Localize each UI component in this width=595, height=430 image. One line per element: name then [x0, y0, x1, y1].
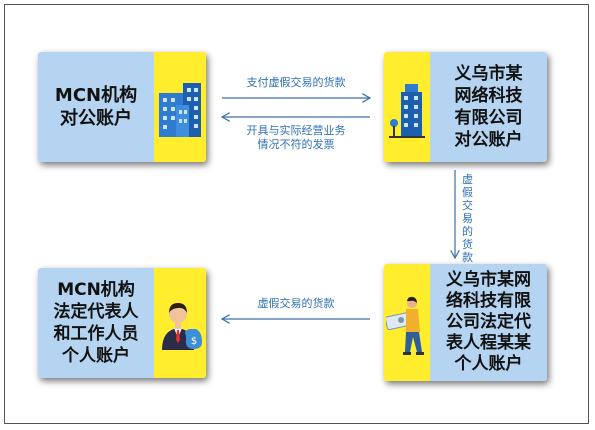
label-fake-goods-down: 虚假交易的货款 [462, 173, 473, 264]
person-holding-money-icon [386, 296, 424, 355]
office-building-icon [389, 84, 425, 138]
box-mcn-corporate-account: MCN机构 对公账户 [38, 52, 206, 162]
label-fake-goods-left: 虚假交易的货款 [257, 297, 335, 310]
box-mcn-personal-label: MCN机构 法定代表人 和工作人员 个人账户 [53, 280, 139, 366]
box-yiwu-personal-account: 义乌市某网 络科技有限 公司法定代 表人程某某 个人账户 [384, 264, 547, 381]
box-yiwu-corporate-label: 义乌市某 网络科技 有限公司 对公账户 [454, 64, 523, 150]
svg-text:$: $ [191, 336, 197, 347]
box-mcn-corporate-label: MCN机构 对公账户 [54, 85, 138, 129]
box-yiwu-personal-label: 义乌市某网 络科技有限 公司法定代 表人程某某 个人账户 [446, 270, 531, 374]
label-pay-fake-goods: 支付虚假交易的货款 [246, 76, 346, 89]
businessman-money-bag-icon: $ [162, 303, 202, 350]
box-yiwu-corporate-account: 义乌市某 网络科技 有限公司 对公账户 [384, 52, 547, 162]
label-issue-mismatched-invoice: 开具与实际经营业务 情况不符的发票 [246, 124, 346, 151]
office-building-icon [159, 83, 201, 137]
box-mcn-personal-account: MCN机构 法定代表人 和工作人员 个人账户 $ [38, 268, 206, 378]
